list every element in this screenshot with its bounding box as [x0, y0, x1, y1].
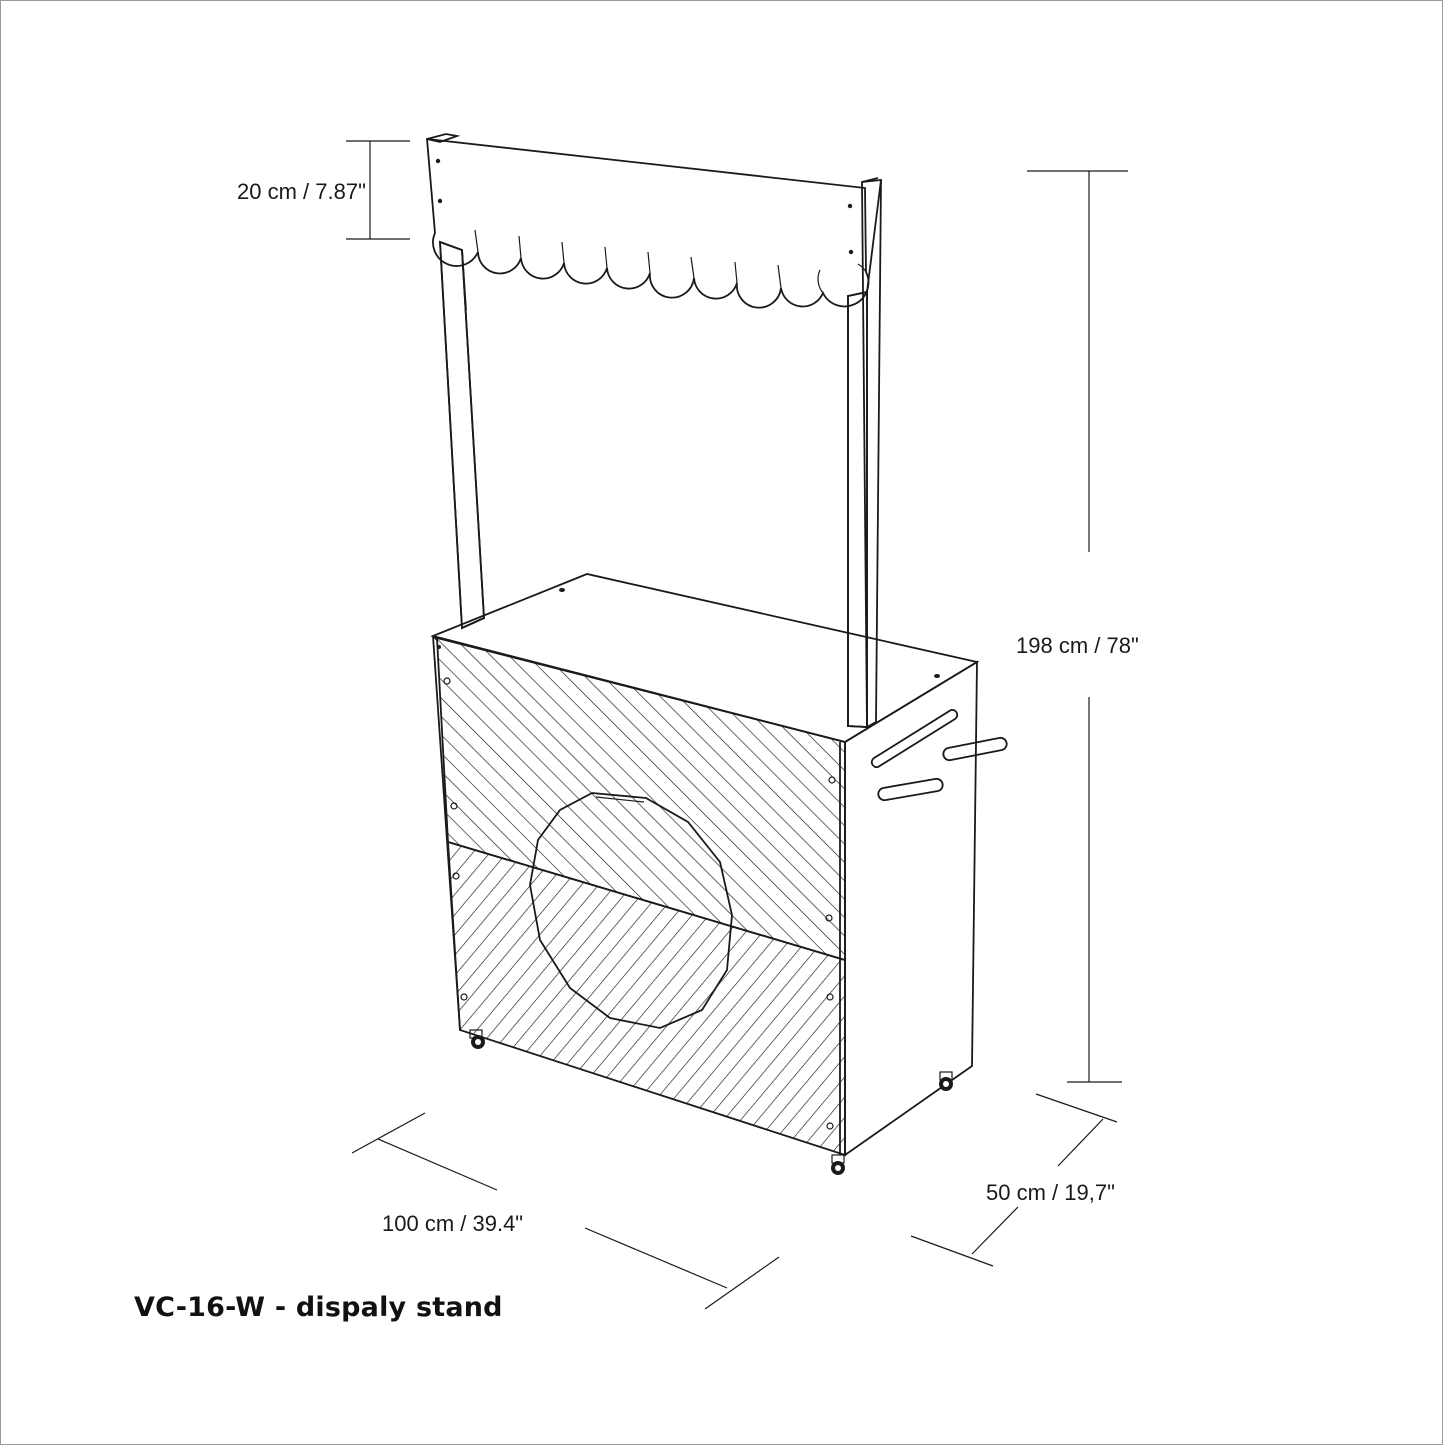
- dimension-depth-label: 50 cm / 19,7": [986, 1180, 1115, 1205]
- wheel-front-left: [469, 1029, 485, 1049]
- drawing-caption: VC-16-W - dispaly stand: [134, 1292, 503, 1323]
- dimension-sign-height-label: 20 cm / 7.87": [237, 179, 366, 204]
- dimension-sign-height: [346, 140, 410, 240]
- dimension-width: [351, 1112, 780, 1310]
- left-post: [439, 240, 485, 630]
- dimension-depth: [910, 1093, 1118, 1267]
- cart-front: [432, 635, 846, 1157]
- porthole-window: [529, 792, 733, 1029]
- dimension-width-label: 100 cm / 39.4": [382, 1211, 523, 1236]
- right-post: [847, 178, 882, 729]
- dimension-total-height-label: 198 cm / 78": [1016, 633, 1139, 658]
- wheel-back-right: [939, 1071, 953, 1091]
- cart-side-panel: [844, 660, 1008, 1157]
- wheel-front-right: [831, 1154, 845, 1175]
- sign-board: [426, 133, 879, 309]
- dimension-total-height: [1027, 170, 1128, 1083]
- wheels: [469, 1029, 953, 1175]
